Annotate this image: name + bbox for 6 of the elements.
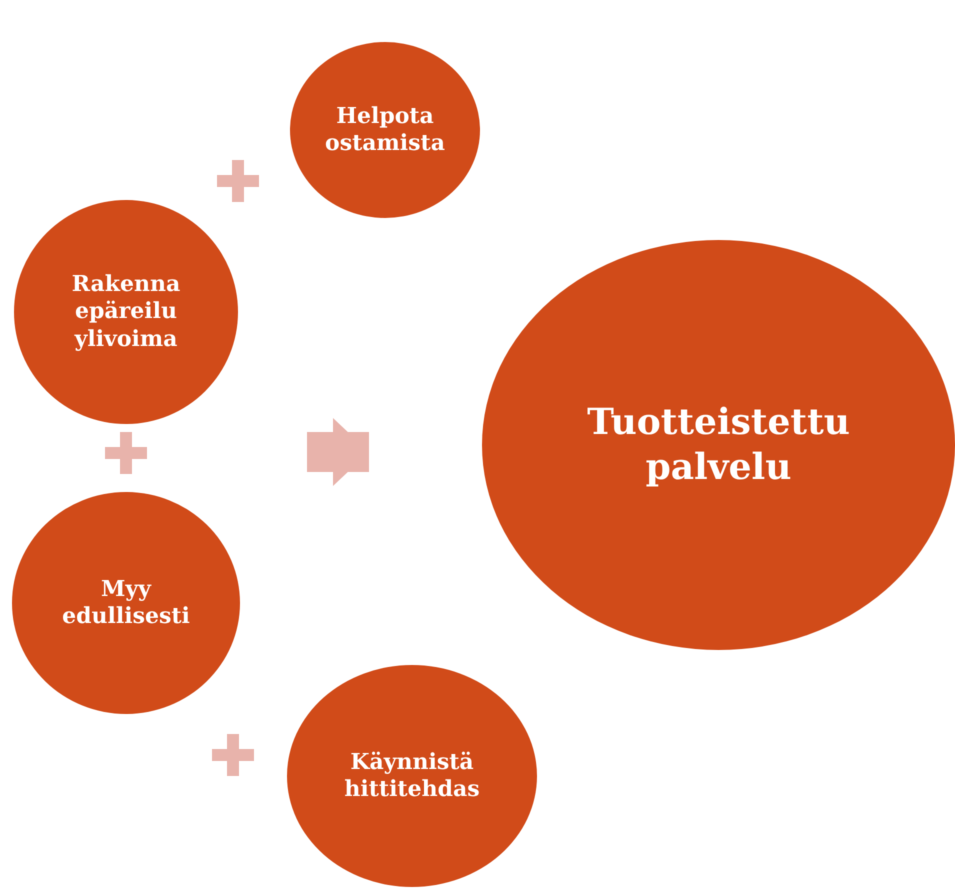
node-label: Myy edullisesti <box>61 576 191 630</box>
node-label: Helpota ostamista <box>324 102 446 158</box>
node-label: Tuotteistettu palvelu <box>586 400 851 490</box>
node-label: Rakenna epäreilu ylivoima <box>70 270 182 354</box>
node-label: Käynnistä hittitehdas <box>343 748 481 804</box>
block-arrow <box>307 418 369 486</box>
